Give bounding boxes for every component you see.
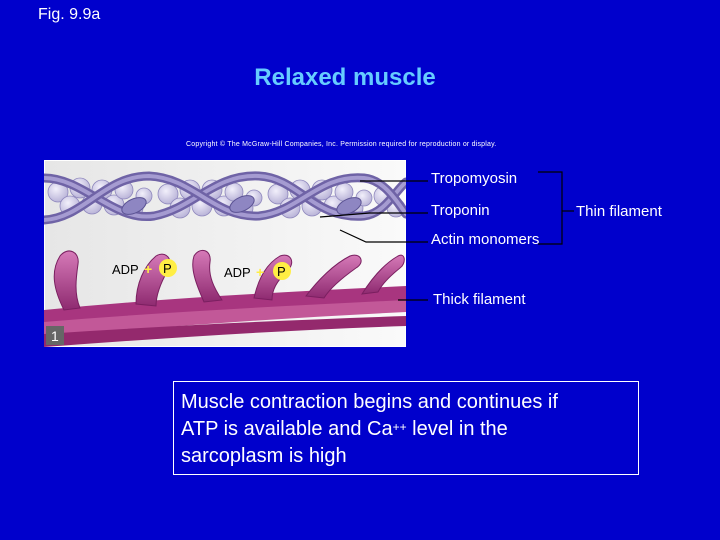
adp-label-2: ADP <box>224 265 251 280</box>
adp-phosphate-2: ADP + P <box>224 262 291 280</box>
caption-line-1: Muscle contraction begins and continues … <box>181 389 638 416</box>
plus-sign-1: + <box>144 261 152 277</box>
copyright-notice: Copyright © The McGraw-Hill Companies, I… <box>186 141 496 148</box>
caption-line-3: sarcoplasm is high <box>181 443 638 470</box>
thin-filament-label: Thin filament <box>576 203 662 220</box>
slide-title: Relaxed muscle <box>0 64 690 92</box>
adp-label-1: ADP <box>112 262 139 277</box>
caption-line-2-prefix: ATP is available and Ca <box>181 418 393 440</box>
thin-filament-bracket <box>538 172 562 244</box>
thick-filament-label: Thick filament <box>433 291 526 308</box>
actin-monomers-label: Actin monomers <box>431 231 539 248</box>
tropomyosin-label: Tropomyosin <box>431 170 517 187</box>
troponin-label: Troponin <box>431 202 490 219</box>
calcium-charge-superscript: ++ <box>393 420 407 434</box>
adp-phosphate-1: ADP + P <box>112 259 177 277</box>
step-number: 1 <box>51 328 59 344</box>
relaxed-muscle-illustration: ADP + P ADP + P 1 <box>44 160 406 347</box>
figure-label: Fig. 9.9a <box>38 6 100 24</box>
phosphate-label-2: P <box>277 264 286 279</box>
caption-line-2-suffix: level in the <box>407 418 508 440</box>
phosphate-label-1: P <box>163 261 172 276</box>
caption-box: Muscle contraction begins and continues … <box>173 381 639 475</box>
plus-sign-2: + <box>256 264 264 280</box>
caption-line-2: ATP is available and Ca++ level in the <box>181 416 638 443</box>
